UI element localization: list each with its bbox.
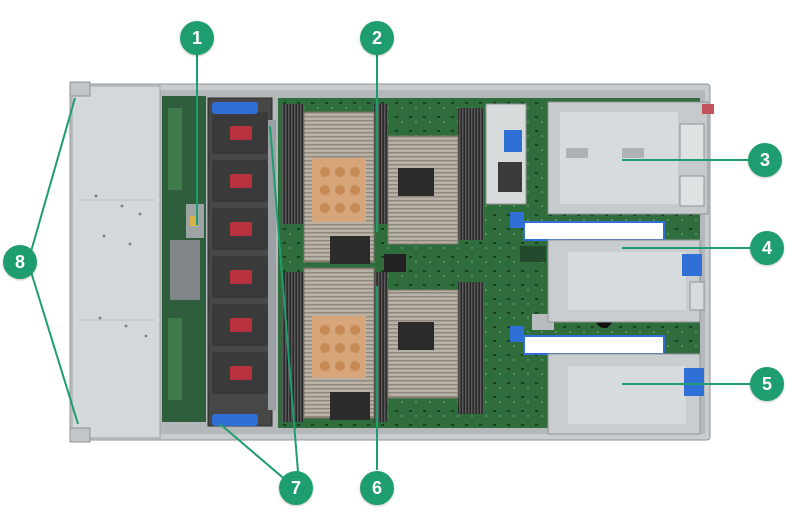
callout-leader-lines [27, 54, 752, 483]
callout-1-label: 1 [191, 27, 202, 48]
front-drive-cage [69, 81, 161, 443]
leader-line-7a [219, 423, 289, 483]
riser-cage-top [547, 101, 714, 215]
callout-1: 1 [180, 21, 214, 55]
callout-4-label: 4 [761, 237, 772, 258]
callout-6: 6 [360, 471, 394, 505]
drive-backplane [162, 96, 206, 422]
leader-line-7b [269, 125, 299, 473]
callout-5-label: 5 [761, 373, 772, 394]
fan-cage [207, 97, 276, 427]
riser-cage-middle [510, 212, 705, 323]
callout-5: 5 [750, 367, 784, 401]
leader-line-8a [27, 97, 76, 263]
fan-handle-top [212, 102, 258, 114]
callout-6-label: 6 [371, 477, 382, 498]
callout-4: 4 [750, 231, 784, 265]
fan-handle-bottom [212, 414, 258, 426]
callout-8-label: 8 [14, 251, 25, 272]
callout-3: 3 [748, 143, 782, 177]
callout-3-label: 3 [759, 149, 770, 170]
riser-cage-bottom [510, 326, 704, 435]
processor-heatsinks [303, 111, 459, 420]
callout-2-label: 2 [371, 27, 382, 48]
callout-7: 7 [279, 471, 313, 505]
callout-8: 8 [3, 245, 37, 279]
callout-2: 2 [360, 21, 394, 55]
callout-7-label: 7 [290, 477, 301, 498]
leader-line-8b [27, 261, 79, 425]
